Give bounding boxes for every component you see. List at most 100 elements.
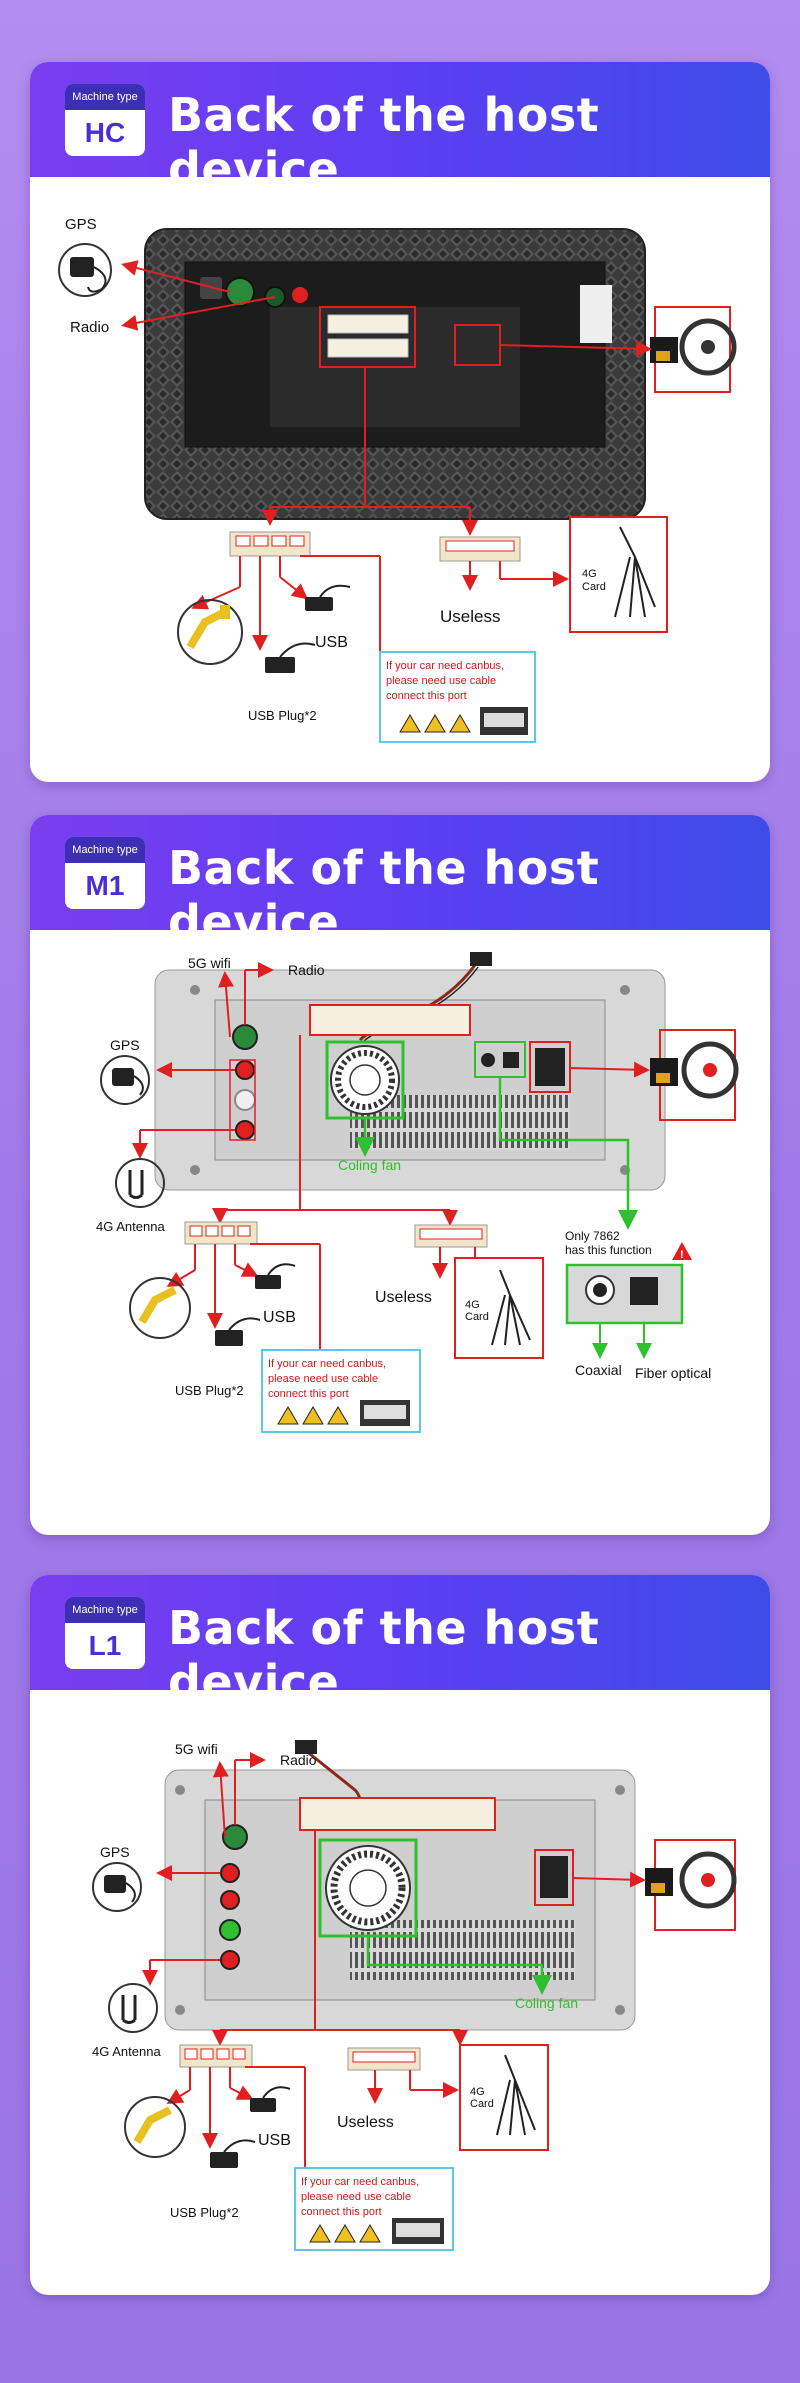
radio-label: Radio bbox=[70, 319, 109, 336]
white-jack bbox=[234, 1089, 256, 1111]
svg-text:please need use cable: please need use cable bbox=[268, 1373, 378, 1385]
canbus-note: If your car need canbus, please need use… bbox=[294, 2167, 454, 2251]
badge-label: Machine type bbox=[65, 84, 145, 110]
usb-harness-connector bbox=[179, 2044, 253, 2068]
only-7862-label: Only 7862 bbox=[565, 1229, 620, 1243]
machine-type-badge: Machine type HC bbox=[65, 84, 145, 156]
wifi-jack bbox=[232, 1024, 258, 1050]
usb-plug-icon-2 bbox=[265, 642, 316, 673]
usb-plug-icon bbox=[305, 584, 351, 611]
steering-connector-box bbox=[529, 1041, 571, 1093]
svg-text:please need use cable: please need use cable bbox=[386, 675, 496, 687]
optical-closeup bbox=[565, 1263, 684, 1325]
4g-card-label-2: Card bbox=[465, 1311, 489, 1323]
diagram-m1: Coling fan 5G wifi Radio GPS 4G Antenna bbox=[30, 930, 770, 1535]
canbus-connector bbox=[347, 2047, 421, 2071]
gps-antenna-icon bbox=[58, 243, 112, 297]
main-connector-box bbox=[309, 1004, 471, 1036]
section-header: Machine type M1 Back of the host device bbox=[30, 815, 770, 949]
canbus-note: If your car need canbus, please need use… bbox=[379, 651, 536, 743]
badge-code: L1 bbox=[88, 1630, 122, 1661]
canbus-note: If your car need canbus, please need use… bbox=[261, 1349, 421, 1433]
gps-jack bbox=[235, 1060, 255, 1080]
head-unit-back bbox=[154, 969, 666, 1191]
4g-card-cable-icon bbox=[459, 2044, 549, 2151]
steering-wheel-icon bbox=[645, 1839, 737, 1931]
usb-plug-label: USB Plug*2 bbox=[175, 1383, 244, 1398]
usb-label: USB bbox=[263, 1309, 296, 1326]
red-jack bbox=[292, 287, 308, 303]
badge-label: Machine type bbox=[65, 1597, 145, 1623]
cooling-fan-label: Coling fan bbox=[515, 1995, 578, 2011]
machine-type-badge: Machine type M1 bbox=[65, 837, 145, 909]
camera-rca-icon bbox=[124, 2096, 186, 2158]
usb-plug-icon bbox=[250, 2086, 291, 2112]
steering-connector-box bbox=[534, 1849, 574, 1906]
section-title: Back of the host device bbox=[168, 841, 600, 949]
warning-icon: ! bbox=[672, 1242, 692, 1261]
4g-antenna-label: 4G Antenna bbox=[96, 1219, 165, 1234]
coaxial-label: Coaxial bbox=[575, 1362, 622, 1378]
gps-label: GPS bbox=[110, 1037, 140, 1053]
canbus-note-text: If your car need canbus, bbox=[301, 2176, 419, 2188]
camera-rca-icon bbox=[129, 1277, 191, 1339]
gps-label: GPS bbox=[65, 216, 97, 233]
gps-jack bbox=[220, 1863, 240, 1883]
4g-jack bbox=[220, 1950, 240, 1970]
cooling-fan bbox=[318, 1838, 418, 1938]
badge-code: HC bbox=[84, 117, 126, 148]
wifi-label: 5G wifi bbox=[175, 1741, 218, 1757]
usb-label: USB bbox=[315, 634, 348, 651]
svg-text:!: ! bbox=[680, 1249, 684, 1261]
wifi-jack bbox=[222, 1824, 248, 1850]
svg-text:please need use cable: please need use cable bbox=[301, 2191, 411, 2203]
canbus-connector bbox=[414, 1224, 488, 1248]
usb-plug-label: USB Plug*2 bbox=[170, 2205, 239, 2220]
canbus-note-text: If your car need canbus, bbox=[386, 660, 504, 672]
head-unit-back bbox=[144, 228, 646, 520]
4g-antenna-icon bbox=[115, 1158, 165, 1208]
section-m1: Machine type M1 Back of the host device bbox=[30, 815, 770, 1535]
diagram-l1: Coling fan 5G wifi Radio GPS 4G Antenna bbox=[30, 1690, 770, 2295]
radio-label: Radio bbox=[280, 1752, 317, 1768]
svg-text:has this function: has this function bbox=[565, 1243, 652, 1257]
steering-wheel-icon bbox=[650, 306, 737, 393]
badge-code: M1 bbox=[85, 870, 125, 901]
4g-jack bbox=[235, 1120, 255, 1140]
usb-label: USB bbox=[258, 2132, 291, 2149]
usb-plug-label: USB Plug*2 bbox=[248, 708, 317, 723]
usb-plug-icon-2 bbox=[210, 2139, 256, 2168]
section-l1: Machine type L1 Back of the host device bbox=[30, 1575, 770, 2295]
wifi-label: 5G wifi bbox=[188, 955, 231, 971]
section-hc: Machine type HC Back of the host device bbox=[30, 62, 770, 782]
diagram-hc: GPS Radio bbox=[30, 177, 770, 782]
useless-label: Useless bbox=[375, 1289, 432, 1306]
svg-text:connect this port: connect this port bbox=[301, 2206, 382, 2218]
4g-card-label: 4G bbox=[470, 2086, 485, 2098]
badge-label: Machine type bbox=[65, 837, 145, 863]
cooling-fan bbox=[325, 1040, 405, 1120]
canbus-note-text: If your car need canbus, bbox=[268, 1358, 386, 1370]
4g-card-cable-icon bbox=[454, 1257, 544, 1359]
4g-card-label-2: Card bbox=[470, 2098, 494, 2110]
fiber-optical-label: Fiber optical bbox=[635, 1365, 711, 1381]
usb-harness-connector bbox=[184, 1221, 258, 1245]
camera-rca-icon bbox=[177, 599, 243, 665]
green-jack bbox=[219, 1919, 241, 1941]
gps-label: GPS bbox=[100, 1844, 130, 1860]
cooling-fan-label: Coling fan bbox=[338, 1157, 401, 1173]
section-header: Machine type L1 Back of the host device bbox=[30, 1575, 770, 1709]
section-title: Back of the host device bbox=[168, 1601, 600, 1709]
usb-plug-icon bbox=[255, 1263, 296, 1289]
4g-card-label: 4G bbox=[465, 1299, 480, 1311]
usb-harness-connector bbox=[229, 531, 311, 557]
4g-card-label-2: Card bbox=[582, 581, 606, 593]
4g-antenna-label: 4G Antenna bbox=[92, 2044, 161, 2059]
gps-antenna-icon bbox=[100, 1055, 150, 1105]
main-connector-box bbox=[319, 306, 416, 368]
section-title: Back of the host device bbox=[168, 88, 600, 196]
gps-antenna-icon bbox=[92, 1862, 142, 1912]
useless-label: Useless bbox=[337, 2114, 394, 2131]
canbus-connector bbox=[439, 536, 521, 562]
radio-label: Radio bbox=[288, 962, 325, 978]
